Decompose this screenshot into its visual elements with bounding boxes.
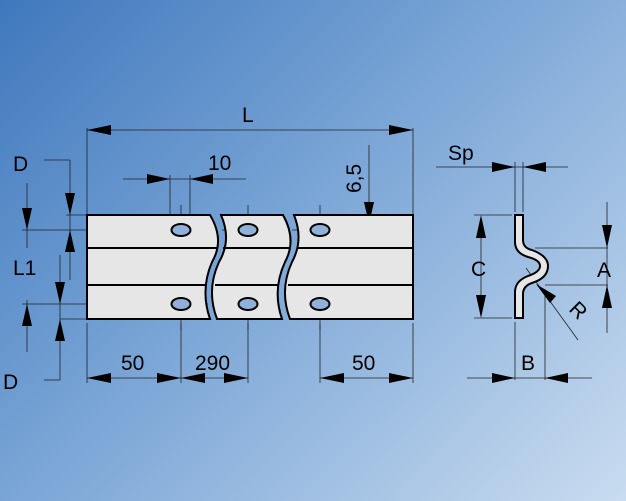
label-length: L xyxy=(242,104,254,127)
label-offset-depth: B xyxy=(521,352,535,375)
label-slot-width: 10 xyxy=(208,152,231,175)
dimension-arrows xyxy=(22,125,612,383)
slot xyxy=(170,297,192,311)
label-end-distance-left: 50 xyxy=(121,352,144,375)
slot xyxy=(170,223,192,237)
slot xyxy=(309,223,331,237)
rail-front-view xyxy=(86,214,414,320)
label-edge-distance-bottom: D xyxy=(3,371,18,394)
label-edge-distance-top: D xyxy=(13,153,28,176)
label-slot-height: 6,5 xyxy=(343,164,366,193)
rail-profile-view xyxy=(514,214,550,319)
label-radius: R xyxy=(564,297,591,324)
slot xyxy=(237,297,259,311)
mounting-slots xyxy=(170,223,331,311)
label-thickness: Sp xyxy=(448,142,474,165)
slot xyxy=(309,297,331,311)
label-height: C xyxy=(471,258,486,281)
label-hole-row-spacing: L1 xyxy=(13,257,36,280)
label-end-distance-right: 50 xyxy=(352,352,375,375)
slot xyxy=(237,223,259,237)
label-pitch: 290 xyxy=(195,352,230,375)
label-offset-height: A xyxy=(597,259,611,282)
